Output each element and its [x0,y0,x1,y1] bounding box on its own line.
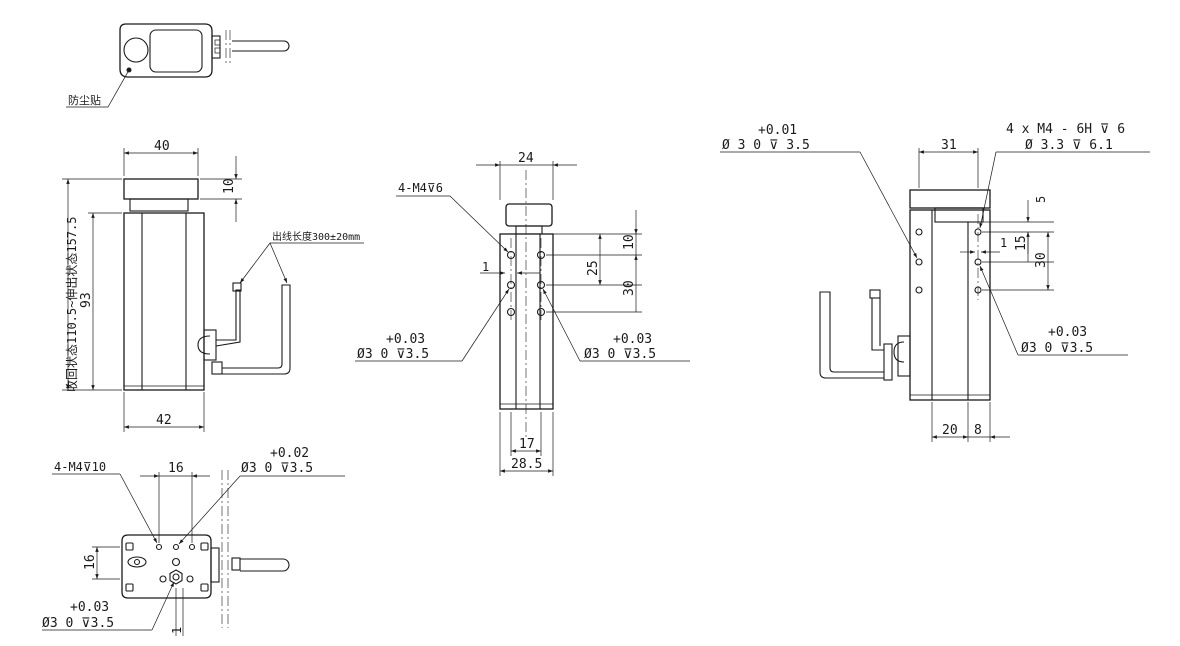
bottom-pin-top-tol: +0.02 [270,446,309,461]
dim-16-top: 16 [168,461,184,476]
pin-bottom-right-tol: +0.03 [1048,325,1087,340]
bottom-tap-note: 4-M4⊽10 [54,460,106,474]
dim-93: 93 [79,292,94,308]
thread-note-1: 4 x M4 - 6H ⊽ 6 [1006,122,1125,137]
cable-length-note: 出线长度300±20mm [272,230,360,243]
dim-20: 20 [942,423,958,438]
dim-28-5: 28.5 [511,457,542,472]
dim-stroke-range: 收回状态110.5~伸出状态157.5 [65,217,79,392]
dim-25-side: 25 [586,260,601,276]
dust-sticker-label: 防尘贴 [68,93,101,107]
front-view: 40 10 93 收回状态110.5~伸出状态157.5 42 出线长度300±… [62,139,364,432]
pin-right-tol: +0.03 [613,332,652,347]
tap-note: 4-M4⊽6 [398,181,443,195]
pin-top-left-tol: +0.01 [758,123,797,138]
dust-sticker-circle [123,37,149,63]
dim-31: 31 [941,138,957,153]
dim-1-side: 1 [482,260,489,274]
dim-42: 42 [156,413,172,428]
bottom-view: 4-M4⊽10 16 +0.02 Ø3 0 ⊽3.5 16 +0.03 Ø3 0… [42,446,345,636]
pin-left-tol: +0.03 [386,332,425,347]
right-view: 31 4 x M4 - 6H ⊽ 6 Ø 3.3 ⊽ 6.1 +0.01 Ø 3… [720,122,1150,442]
bottom-pin-top-spec: Ø3 0 ⊽3.5 [241,461,313,476]
dim-10-cap: 10 [222,178,237,194]
dim-24: 24 [518,151,534,166]
dim-10-side: 10 [622,234,637,250]
dust-sticker-detail: 防尘贴 [66,23,290,108]
dim-17: 17 [519,437,535,452]
pin-top-left-spec: Ø 3 0 ⊽ 3.5 [722,138,810,153]
dim-5: 5 [1034,196,1048,203]
pin-left-spec: Ø3 0 ⊽3.5 [357,347,429,362]
pin-right-spec: Ø3 0 ⊽3.5 [584,347,656,362]
dim-30-right: 30 [1034,252,1049,268]
dim-8: 8 [974,423,982,438]
bottom-pin-bottom-tol: +0.03 [70,600,109,615]
dim-15: 15 [1014,235,1029,251]
dim-16-side: 16 [83,554,98,570]
thread-note-2: Ø 3.3 ⊽ 6.1 [1025,138,1113,153]
bottom-pin-bottom-spec: Ø3 0 ⊽3.5 [42,616,114,631]
dim-1-bottom: 1 [170,627,184,634]
dim-1-right: 1 [1000,236,1007,250]
side-view: 24 4-M4⊽6 1 10 25 30 17 28.5 +0.03 Ø3 [355,151,690,476]
pin-bottom-right-spec: Ø3 0 ⊽3.5 [1021,341,1093,356]
dim-30-side: 30 [622,280,637,296]
dim-40: 40 [154,139,170,154]
